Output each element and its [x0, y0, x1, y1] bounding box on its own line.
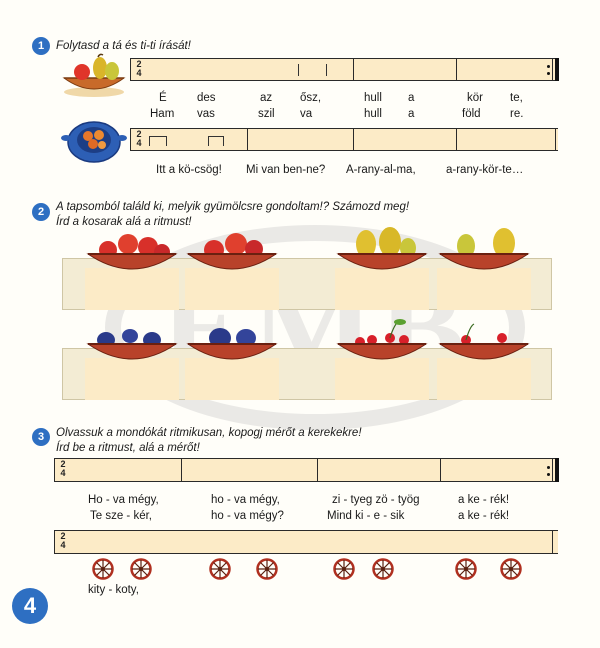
rhythm-answer-box[interactable] [185, 358, 279, 400]
lyric-phrase: Mind ki - e - sik [327, 510, 405, 522]
quarter-note [298, 64, 300, 76]
lyric-syllable: hull [364, 108, 382, 120]
lyric-phrase: Te sze - kér, [90, 510, 152, 522]
exercise-1-number: 1 [32, 37, 50, 55]
lyric-syllable: É [159, 92, 167, 104]
lyric-phrase: kity - koty, [88, 584, 139, 596]
lyric-syllable: vas [197, 108, 215, 120]
wheel-icon[interactable] [500, 558, 522, 580]
rhythm-answer-box[interactable] [335, 268, 429, 310]
lyric-phrase: Itt a kö-csög! [156, 164, 222, 176]
wheel-icon[interactable] [92, 558, 114, 580]
eighth-note-pair [208, 136, 224, 146]
lyric-syllable: re. [510, 108, 524, 120]
rhythm-answer-box[interactable] [437, 358, 531, 400]
lyric-phrase: A-rany-al-ma, [346, 164, 416, 176]
apple-basket-image [186, 233, 278, 270]
rhythm-answer-box[interactable] [85, 268, 179, 310]
lyric-syllable: va [300, 108, 313, 120]
plum-basket-image [86, 329, 178, 360]
wheel-icon[interactable] [209, 558, 231, 580]
lyric-phrase: ho - va mégy, [211, 494, 280, 506]
lyric-syllable: a [408, 92, 415, 104]
rhythm-answer-box[interactable] [85, 358, 179, 400]
rhythm-answer-box[interactable] [185, 268, 279, 310]
wheel-icon[interactable] [256, 558, 278, 580]
wheel-icon[interactable] [130, 558, 152, 580]
wheel-icon[interactable] [455, 558, 477, 580]
wheel-icon[interactable] [372, 558, 394, 580]
pear-basket-image [336, 227, 428, 270]
lyric-phrase: Mi van ben-ne? [246, 164, 326, 176]
exercise-3-instruction: Olvassuk a mondókát ritmikusan, kopogj m… [56, 427, 362, 454]
eighth-note-pair [149, 136, 167, 146]
apricot-pot-image [61, 121, 127, 163]
lyric-phrase: a ke - rék! [458, 494, 510, 506]
rhythm-answer-box[interactable] [437, 268, 531, 310]
lyric-syllable: kör [467, 92, 483, 104]
exercise-3-number: 3 [32, 428, 50, 446]
plum-basket-image [186, 328, 278, 360]
lyric-syllable: Ham [150, 108, 175, 120]
exercise-2-instruction: A tapsomból találd ki, melyik gyümölcsre… [56, 201, 410, 228]
cherry-basket-image [438, 323, 530, 360]
lyric-phrase: zi - tyeg zö - työg [332, 494, 420, 506]
lyric-syllable: des [197, 92, 216, 104]
lyric-syllable: föld [462, 108, 481, 120]
lyric-syllable: a [408, 108, 415, 120]
exercise-1-instruction: Folytasd a tá és ti-ti írását! [56, 40, 191, 52]
pear-basket-image [438, 228, 530, 270]
page-number: 4 [12, 588, 48, 624]
quarter-note [326, 64, 328, 76]
lyric-syllable: hull [364, 92, 382, 104]
lyric-syllable: ősz, [300, 92, 322, 104]
lyric-phrase: a-rany-kör-te… [446, 164, 524, 176]
apple-basket-image [86, 234, 178, 270]
exercise-2-number: 2 [32, 203, 50, 221]
lyric-syllable: az [260, 92, 273, 104]
cherry-basket-image [336, 319, 428, 360]
rhythm-answer-box[interactable] [335, 358, 429, 400]
lyric-phrase: ho - va mégy? [211, 510, 284, 522]
lyric-phrase: Ho - va mégy, [88, 494, 159, 506]
lyric-syllable: szil [258, 108, 275, 120]
lyric-syllable: te, [510, 92, 523, 104]
wheel-icon[interactable] [333, 558, 355, 580]
fruit-bowl-image [62, 53, 126, 97]
lyric-phrase: a ke - rék! [458, 510, 510, 522]
